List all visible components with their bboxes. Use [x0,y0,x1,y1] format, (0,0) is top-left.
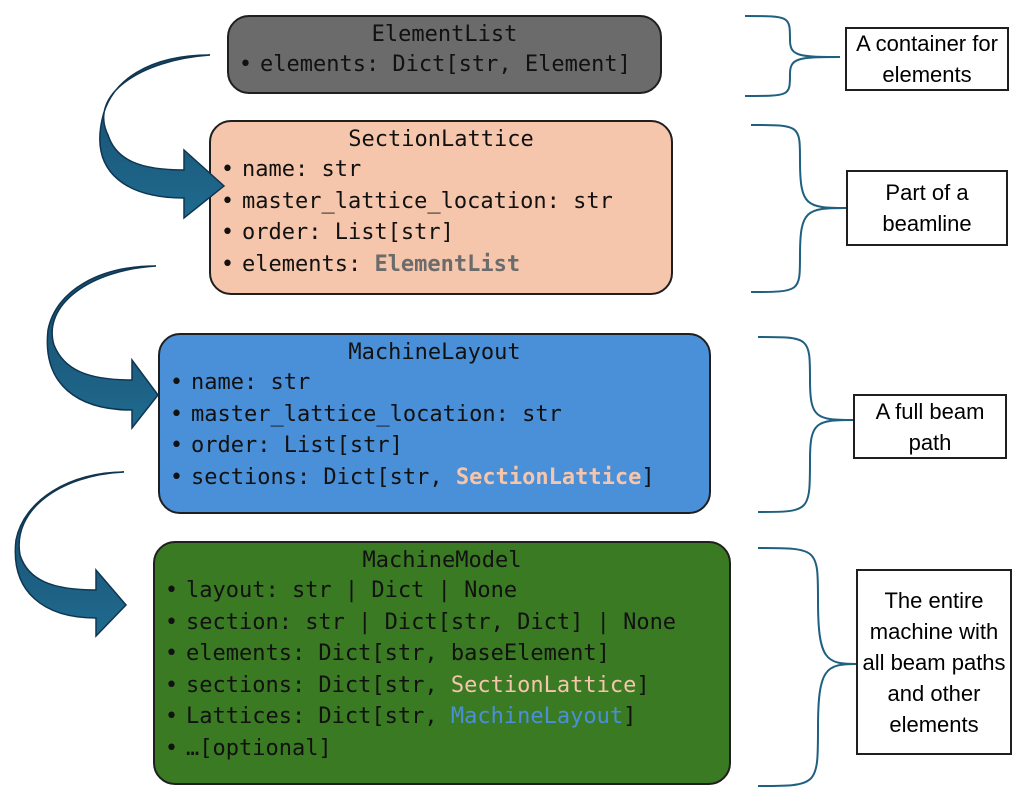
machinemodel-box: MachineModel layout: str | Dict | None s… [153,541,731,785]
elementlist-box: ElementList elements: Dict[str, Element] [227,15,662,94]
type-ref-sectionlattice: SectionLattice [455,464,642,490]
field-text: master_lattice_location: str [241,188,613,214]
field-text: Lattices: Dict[str, [185,704,451,729]
note-text: A full beam path [875,398,985,455]
field-sections: sections: Dict[str, SectionLattice] [170,462,709,494]
sectionlattice-fields: name: str master_lattice_location: str o… [211,154,671,280]
field-suffix: ] [641,464,655,490]
field-text: sections: Dict[str, [190,464,456,490]
field-name: name: str [170,367,709,399]
note-beamline: Part of a beamline [846,170,1008,246]
field-text: layout: str | Dict | None [185,578,518,603]
curved-arrow-icon [99,54,226,220]
field-text: …[optional] [185,735,332,761]
bracket-icon [757,547,857,787]
curved-arrow-icon [14,471,128,638]
note-text: A container for elements [856,31,998,87]
field-text: elements: Dict[str, Element] [259,52,631,77]
curved-arrow-icon [46,265,159,431]
field-order: order: List[str] [170,430,709,462]
field-sections: sections: Dict[str, SectionLattice] [165,670,729,702]
field-suffix: ] [636,672,650,698]
type-ref-elementlist: ElementList [374,251,521,277]
field-text: section: str | Dict[str, Dict] | None [185,609,677,635]
field-text: order: List[str] [190,433,403,458]
machinelayout-box: MachineLayout name: str master_lattice_l… [158,333,711,514]
sectionlattice-title: SectionLattice [348,127,534,152]
field-elements: elements: Dict[str, Element] [239,49,660,81]
field-elements: elements: ElementList [221,249,671,281]
field-name: name: str [221,154,671,186]
field-section: section: str | Dict[str, Dict] | None [165,607,729,639]
note-container: A container for elements [845,27,1009,91]
field-master-lattice-location: master_lattice_location: str [170,399,709,431]
field-text: master_lattice_location: str [190,401,562,427]
field-text: name: str [190,370,311,395]
field-optional: …[optional] [165,733,729,765]
field-layout: layout: str | Dict | None [165,575,729,607]
elementlist-title: ElementList [371,22,518,47]
bracket-icon [750,124,847,293]
sectionlattice-box: SectionLattice name: str master_lattice_… [209,120,673,295]
field-suffix: ] [623,704,637,729]
machinelayout-fields: name: str master_lattice_location: str o… [160,367,709,493]
field-text: elements: Dict[str, baseElement] [185,641,610,666]
elementlist-fields: elements: Dict[str, Element] [229,49,660,81]
note-text: The entire machine with all beam paths a… [862,587,1006,737]
note-beam-path: A full beam path [853,394,1007,459]
note-entire-machine: The entire machine with all beam paths a… [856,569,1012,755]
field-master-lattice-location: master_lattice_location: str [221,186,671,218]
machinelayout-title: MachineLayout [348,340,521,365]
field-text: order: List[str] [241,220,454,245]
field-text: elements: [241,251,375,277]
field-text: name: str [241,157,362,182]
bracket-icon [757,336,854,513]
type-ref-sectionlattice: SectionLattice [450,672,637,698]
machinemodel-title: MachineModel [362,548,522,573]
type-ref-machinelayout: MachineLayout [450,704,624,729]
field-elements: elements: Dict[str, baseElement] [165,638,729,670]
note-text: Part of a beamline [882,180,972,236]
field-text: sections: Dict[str, [185,672,451,698]
bracket-icon [744,15,841,97]
machinemodel-fields: layout: str | Dict | None section: str |… [155,575,729,764]
field-lattices: Lattices: Dict[str, MachineLayout] [165,701,729,733]
field-order: order: List[str] [221,217,671,249]
